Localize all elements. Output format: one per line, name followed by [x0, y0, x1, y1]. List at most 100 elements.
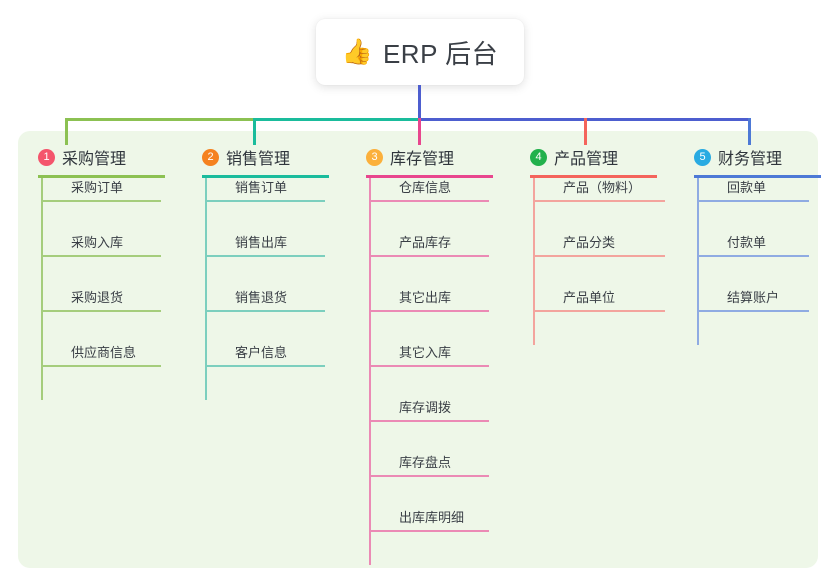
branch-column-5: 5 财务管理回款单付款单结算账户 [674, 145, 824, 345]
leaf-item[interactable]: 付款单 [697, 214, 819, 257]
leaf-item-rule [41, 200, 161, 202]
leaf-item[interactable]: 回款单 [697, 159, 819, 202]
leaf-item[interactable]: 采购退货 [41, 269, 171, 312]
leaf-item[interactable]: 销售出库 [205, 214, 335, 257]
leaf-item[interactable]: 库存调拨 [369, 379, 499, 422]
root-node-card[interactable]: 👍 ERP 后台 [316, 19, 524, 85]
leaf-item[interactable]: 产品（物料） [533, 159, 675, 202]
branch-spine-5 [697, 178, 699, 345]
leaf-item-label: 库存盘点 [399, 455, 452, 470]
branch-column-2: 2 销售管理销售订单销售出库销售退货客户信息 [182, 145, 342, 400]
leaf-item-label: 销售退货 [235, 290, 288, 305]
leaf-item[interactable]: 产品单位 [533, 269, 675, 312]
leaf-item-rule [533, 310, 665, 312]
leaf-item[interactable]: 其它出库 [369, 269, 499, 312]
branch-spine-1 [41, 178, 43, 400]
branch-title-2: 销售管理 [226, 151, 291, 168]
root-node-title: ERP 后台 [382, 38, 499, 69]
leaf-item-rule [697, 255, 809, 257]
leaf-item-rule [533, 255, 665, 257]
branch-header-rule-3 [366, 175, 493, 178]
leaf-item-label: 出库库明细 [399, 510, 465, 525]
branch-badge-1: 1 [38, 148, 55, 166]
leaf-item-label: 产品库存 [399, 235, 452, 250]
branch-drop-3 [418, 118, 421, 145]
leaf-item-rule [533, 200, 665, 202]
bus-segment-1 [65, 118, 256, 121]
leaf-item-label: 结算账户 [727, 290, 780, 305]
leaf-item-rule [41, 310, 161, 312]
leaf-item-rule [41, 365, 161, 367]
branch-header-rule-1 [38, 175, 165, 178]
leaf-item[interactable]: 销售退货 [205, 269, 335, 312]
leaf-item[interactable]: 采购订单 [41, 159, 171, 202]
leaf-item-label: 付款单 [727, 235, 767, 250]
leaf-item[interactable]: 产品分类 [533, 214, 675, 257]
branch-header-1[interactable]: 1 采购管理 [18, 145, 178, 169]
leaf-item-label: 回款单 [727, 180, 767, 195]
leaf-item-rule [369, 310, 489, 312]
bus-segment-2 [253, 118, 421, 121]
branch-drop-4 [584, 118, 587, 145]
branch-badge-5: 5 [694, 148, 711, 166]
leaf-item-rule [369, 255, 489, 257]
leaf-item-rule [41, 255, 161, 257]
leaf-item-label: 销售出库 [235, 235, 288, 250]
leaf-item-rule [205, 365, 325, 367]
leaf-item[interactable]: 其它入库 [369, 324, 499, 367]
leaf-item-label: 产品分类 [563, 235, 616, 250]
branch-spine-2 [205, 178, 207, 400]
leaf-item-rule [369, 475, 489, 477]
branch-drop-1 [65, 118, 68, 145]
branch-header-rule-2 [202, 175, 329, 178]
branch-header-rule-4 [530, 175, 657, 178]
branch-title-1: 采购管理 [62, 151, 127, 168]
branch-header-4[interactable]: 4 产品管理 [510, 145, 670, 169]
leaf-item-label: 客户信息 [235, 345, 288, 360]
leaf-item[interactable]: 产品库存 [369, 214, 499, 257]
branch-badge-4: 4 [530, 148, 547, 166]
branch-drop-5 [748, 118, 751, 145]
branch-title-5: 财务管理 [718, 151, 783, 168]
leaf-item-label: 产品（物料） [563, 180, 642, 195]
leaf-item[interactable]: 仓库信息 [369, 159, 499, 202]
leaf-item[interactable]: 供应商信息 [41, 324, 171, 367]
leaf-item-rule [369, 365, 489, 367]
leaf-item-label: 其它出库 [399, 290, 452, 305]
leaf-item-rule [369, 420, 489, 422]
leaf-item[interactable]: 客户信息 [205, 324, 335, 367]
branch-spine-4 [533, 178, 535, 345]
leaf-item-rule [369, 530, 489, 532]
leaf-item-rule [205, 255, 325, 257]
branch-spine-3 [369, 178, 371, 565]
root-stem-line [418, 85, 421, 121]
branch-title-4: 产品管理 [554, 151, 619, 168]
leaf-item[interactable]: 出库库明细 [369, 489, 499, 532]
leaf-item-label: 仓库信息 [399, 180, 452, 195]
leaf-item-label: 供应商信息 [71, 345, 137, 360]
leaf-item-label: 产品单位 [563, 290, 616, 305]
leaf-item-label: 采购入库 [71, 235, 124, 250]
leaf-item[interactable]: 结算账户 [697, 269, 819, 312]
branch-badge-2: 2 [202, 148, 219, 166]
diagram-panel-background [18, 131, 818, 568]
branch-title-3: 库存管理 [390, 151, 455, 168]
leaf-item-rule [369, 200, 489, 202]
root-node-content: 👍 ERP 后台 [342, 34, 498, 71]
leaf-item-rule [697, 200, 809, 202]
leaf-item-rule [697, 310, 809, 312]
leaf-item[interactable]: 库存盘点 [369, 434, 499, 477]
leaf-item[interactable]: 采购入库 [41, 214, 171, 257]
thumbs-up-icon: 👍 [341, 37, 373, 66]
leaf-item-label: 采购退货 [71, 290, 124, 305]
branch-header-5[interactable]: 5 财务管理 [674, 145, 824, 169]
leaf-item[interactable]: 销售订单 [205, 159, 335, 202]
leaf-item-rule [205, 310, 325, 312]
branch-header-2[interactable]: 2 销售管理 [182, 145, 342, 169]
leaf-item-label: 其它入库 [399, 345, 452, 360]
